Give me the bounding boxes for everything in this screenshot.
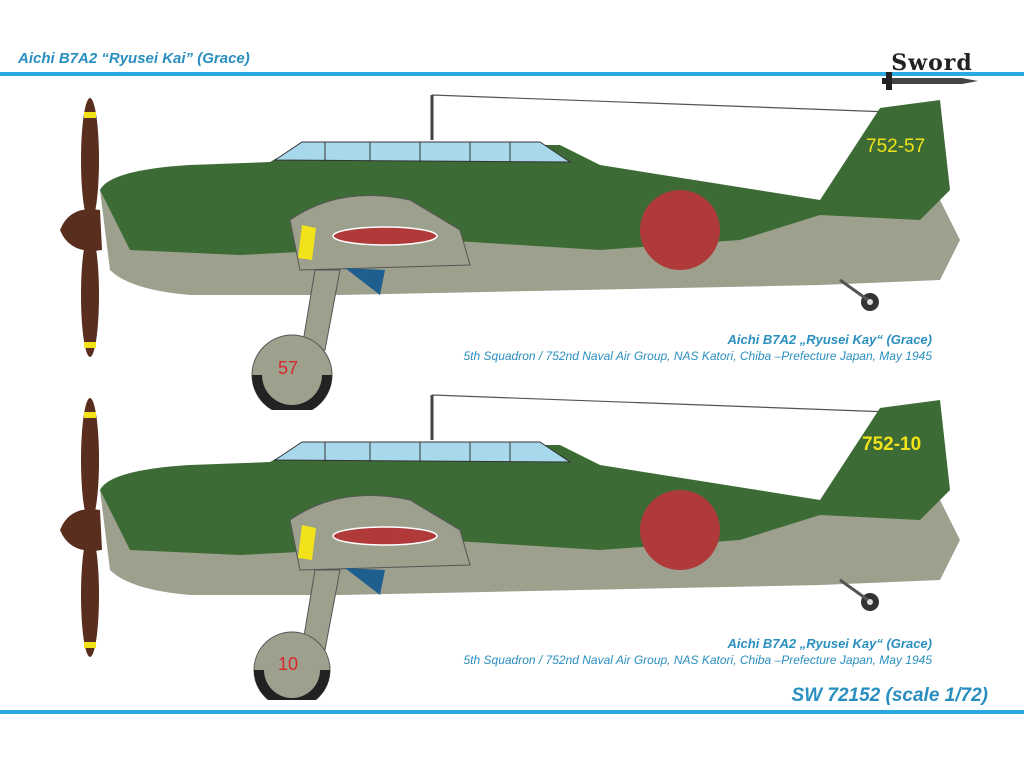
caption-title: Aichi B7A2 „Ryusei Kay“ (Grace) — [727, 636, 932, 651]
aircraft-profile-1: 752-57 57 — [40, 90, 980, 416]
top-rule — [0, 72, 1024, 76]
aircraft-profile-drawing — [60, 94, 960, 416]
bottom-rule — [0, 710, 1024, 714]
logo-wordmark: Sword — [891, 50, 973, 76]
sword-emblem-icon — [880, 72, 978, 90]
caption-title: Aichi B7A2 „Ryusei Kay“ (Grace) — [727, 332, 932, 347]
profile-caption-2: Aichi B7A2 „Ryusei Kay“ (Grace) 5th Squa… — [464, 636, 933, 667]
kit-code: SW 72152 (scale 1/72) — [791, 685, 988, 706]
sheet-title: Aichi B7A2 “Ryusei Kai” (Grace) — [18, 50, 250, 67]
gear-number: 10 — [278, 654, 298, 674]
sword-logo: Sword — [880, 44, 982, 108]
caption-unit: 5th Squadron / 752nd Naval Air Group, NA… — [463, 653, 933, 667]
tail-code: 752-10 — [862, 434, 921, 455]
caption-unit: 5th Squadron / 752nd Naval Air Group, NA… — [463, 349, 933, 363]
gear-number: 57 — [278, 358, 298, 378]
tail-code: 752-57 — [866, 136, 925, 157]
aircraft-profile-drawing — [60, 394, 960, 709]
aircraft-profile-2: 752-10 10 — [40, 380, 980, 709]
profile-caption-1: Aichi B7A2 „Ryusei Kay“ (Grace) 5th Squa… — [464, 332, 933, 363]
